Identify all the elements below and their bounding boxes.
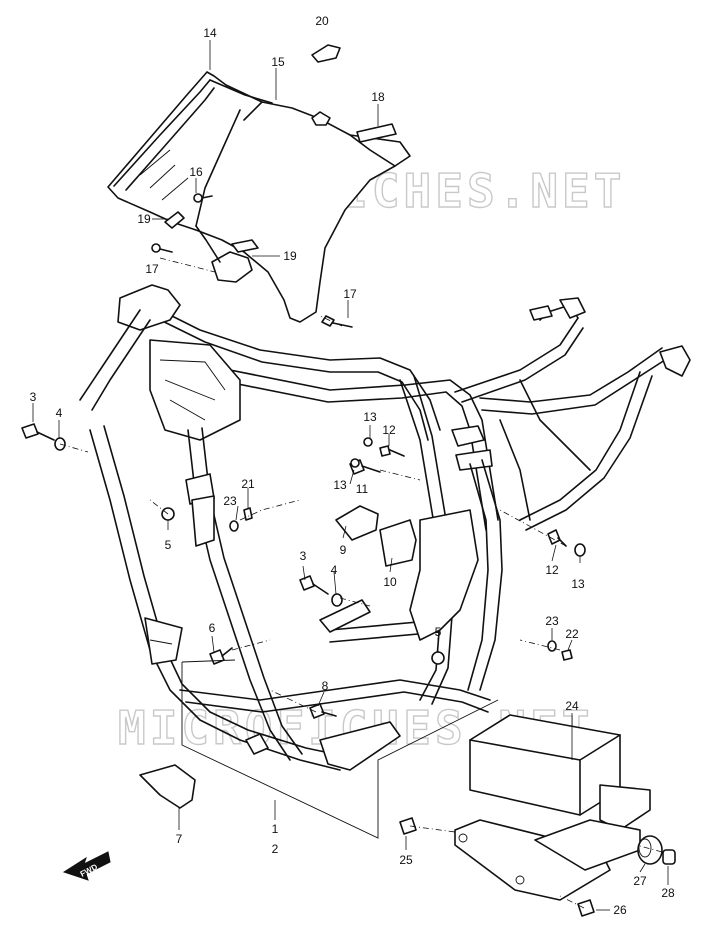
- forward-arrow: FWD: [62, 851, 111, 881]
- screw-16: [193, 193, 213, 203]
- callout-23-left: 23: [223, 494, 237, 508]
- main-frame: [79, 284, 691, 771]
- washer-23-right: [547, 640, 557, 652]
- nut-13-c: [574, 543, 586, 557]
- callout-11: 11: [356, 482, 369, 496]
- callout-7: 7: [176, 832, 183, 846]
- engine-mount-plate: [409, 509, 479, 641]
- bolt-3-center: [299, 575, 329, 595]
- callout-26: 26: [613, 903, 627, 917]
- frame-cover-assembly: [107, 71, 411, 323]
- bracket-10: [379, 519, 417, 567]
- callout-28: 28: [661, 886, 675, 900]
- bolt-22: [561, 649, 573, 661]
- callout-16: 16: [189, 165, 203, 179]
- bracket-19-right: [211, 251, 253, 283]
- callout-9: 9: [340, 543, 347, 557]
- callout-22: 22: [565, 627, 579, 641]
- pad-19: [231, 239, 259, 253]
- screw-17-right: [321, 315, 353, 328]
- bolt-8: [309, 703, 337, 719]
- callout-12-a: 12: [382, 423, 396, 437]
- callout-25: 25: [399, 853, 413, 867]
- bolt-21: [243, 507, 253, 521]
- callout-23-right: 23: [545, 614, 559, 628]
- callout-5-left: 5: [165, 538, 172, 552]
- washer-4-center: [331, 593, 343, 607]
- callout-10: 10: [383, 575, 397, 589]
- callout-19-right: 19: [283, 249, 297, 263]
- reference-outline: [181, 662, 499, 839]
- callout-14: 14: [203, 26, 217, 40]
- damper-27: [637, 835, 663, 865]
- callout-6: 6: [209, 621, 216, 635]
- battery-box-24: [454, 714, 651, 901]
- callout-4-left: 4: [56, 406, 63, 420]
- callout-3-center: 3: [300, 549, 307, 563]
- bolt-6: [209, 647, 233, 665]
- bolt-3-left: [21, 423, 55, 441]
- bolt-25: [399, 817, 417, 835]
- callout-13-c: 13: [571, 577, 585, 591]
- nut-5-right: [431, 651, 445, 665]
- bolt-12-a: [379, 445, 405, 457]
- callout-19-left: 19: [137, 212, 151, 226]
- washer-23-left: [229, 520, 239, 532]
- callout-15: 15: [271, 55, 285, 69]
- callout-13-a: 13: [363, 410, 377, 424]
- nut-13-b: [350, 458, 360, 468]
- callout-8: 8: [322, 679, 329, 693]
- nut-13-a: [363, 437, 373, 447]
- callout-1: 1: [272, 822, 279, 836]
- callout-4-center: 4: [331, 563, 338, 577]
- callout-17-left: 17: [145, 262, 159, 276]
- callout-3-left: 3: [30, 390, 37, 404]
- bracket-7: [139, 764, 196, 809]
- callout-18: 18: [371, 90, 385, 104]
- bracket-9: [335, 505, 379, 541]
- screw-17-left: [151, 243, 173, 253]
- pad-20: [311, 44, 341, 63]
- bracket-19-left: [164, 211, 185, 229]
- callout-20: 20: [315, 14, 329, 28]
- callout-21: 21: [241, 477, 255, 491]
- bolt-12-b: [547, 529, 567, 547]
- callout-17-right: 17: [343, 287, 357, 301]
- bolt-26: [577, 899, 595, 917]
- callout-13-b: 13: [333, 478, 347, 492]
- strip-18: [356, 123, 397, 143]
- callout-24: 24: [565, 699, 579, 713]
- callout-27: 27: [633, 874, 647, 888]
- callouts: 20 14 15 18 16 19 19 17 17 3 4 13 12 13 …: [30, 14, 675, 917]
- callout-12-b: 12: [545, 563, 559, 577]
- collar-28: [662, 849, 676, 865]
- callout-5-right: 5: [435, 625, 442, 639]
- callout-2: 2: [272, 842, 279, 856]
